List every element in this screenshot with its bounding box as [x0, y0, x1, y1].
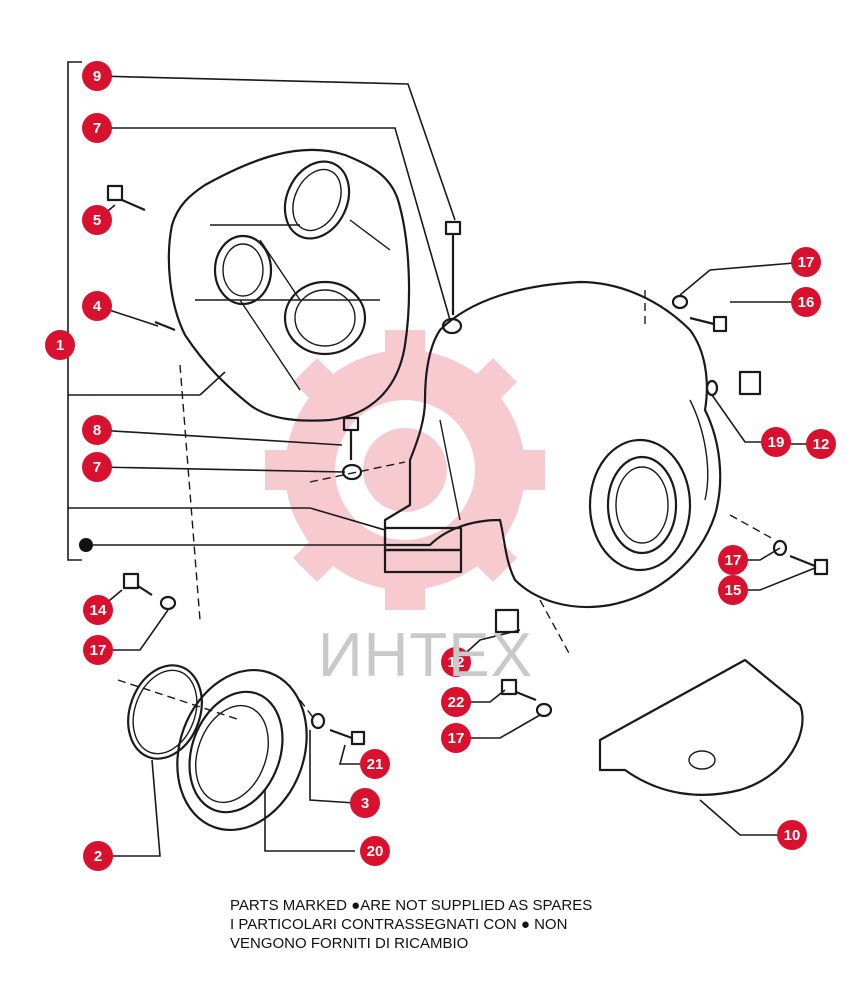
callout-1: 1 [45, 330, 75, 360]
callout-17-upper-right: 17 [791, 247, 821, 277]
watermark-gear-logo [265, 330, 545, 610]
assembly-bracket [67, 61, 386, 561]
callout-19: 19 [761, 427, 791, 457]
footer-line-3: VENGONO FORNITI DI RICAMBIO [230, 935, 469, 952]
not-supplied-marker [79, 538, 93, 552]
callout-14: 14 [83, 595, 113, 625]
gearbox-housing [383, 280, 722, 609]
svg-text:17: 17 [798, 254, 815, 271]
svg-text:1: 1 [56, 337, 64, 354]
callout-17-right: 17 [718, 545, 748, 575]
watermark-text: ИНТЕХ [318, 621, 533, 690]
svg-text:8: 8 [93, 422, 101, 439]
callout-22: 22 [441, 687, 471, 717]
callout-9: 9 [82, 61, 112, 91]
gearbox-cover-plate [167, 148, 411, 422]
callout-12-bottom: 12 [441, 647, 471, 677]
svg-text:21: 21 [367, 756, 384, 773]
callout-3: 3 [350, 788, 380, 818]
callout-4: 4 [82, 291, 112, 321]
svg-text:19: 19 [768, 434, 785, 451]
callout-8: 8 [82, 415, 112, 445]
svg-text:3: 3 [361, 795, 369, 812]
svg-text:20: 20 [367, 843, 384, 860]
seal-housing [176, 668, 308, 832]
svg-text:17: 17 [90, 642, 107, 659]
footer-line-1: PARTS MARKED ●ARE NOT SUPPLIED AS SPARES [230, 897, 593, 914]
svg-text:7: 7 [93, 120, 101, 137]
footer-note: PARTS MARKED ●ARE NOT SUPPLIED AS SPARES… [230, 896, 700, 953]
bottom-plate [598, 658, 804, 796]
callout-2: 2 [83, 841, 113, 871]
callout-12-right: 12 [806, 429, 836, 459]
alignment-lines [117, 290, 776, 721]
svg-text:16: 16 [798, 294, 815, 311]
callout-5: 5 [82, 205, 112, 235]
svg-text:2: 2 [94, 848, 102, 865]
svg-text:17: 17 [725, 552, 742, 569]
svg-text:5: 5 [93, 212, 101, 229]
callout-7-middle: 7 [82, 452, 112, 482]
callout-20: 20 [360, 836, 390, 866]
svg-text:14: 14 [90, 602, 107, 619]
callout-15: 15 [718, 575, 748, 605]
svg-text:4: 4 [93, 298, 102, 315]
callout-17-bottom: 17 [441, 723, 471, 753]
callout-7-top: 7 [82, 113, 112, 143]
svg-text:10: 10 [784, 827, 801, 844]
callout-10: 10 [777, 820, 807, 850]
svg-text:15: 15 [725, 582, 742, 599]
svg-text:22: 22 [448, 694, 465, 711]
o-ring [127, 664, 203, 760]
svg-text:12: 12 [813, 436, 830, 453]
bolts [106, 184, 829, 746]
footer-line-2: I PARTICOLARI CONTRASSEGNATI CON ● NON [230, 916, 568, 933]
svg-text:17: 17 [448, 730, 465, 747]
callout-17-left: 17 [83, 635, 113, 665]
svg-text:12: 12 [448, 654, 465, 671]
callout-16: 16 [791, 287, 821, 317]
svg-text:7: 7 [93, 459, 101, 476]
callout-21: 21 [360, 749, 390, 779]
svg-text:9: 9 [93, 68, 101, 85]
